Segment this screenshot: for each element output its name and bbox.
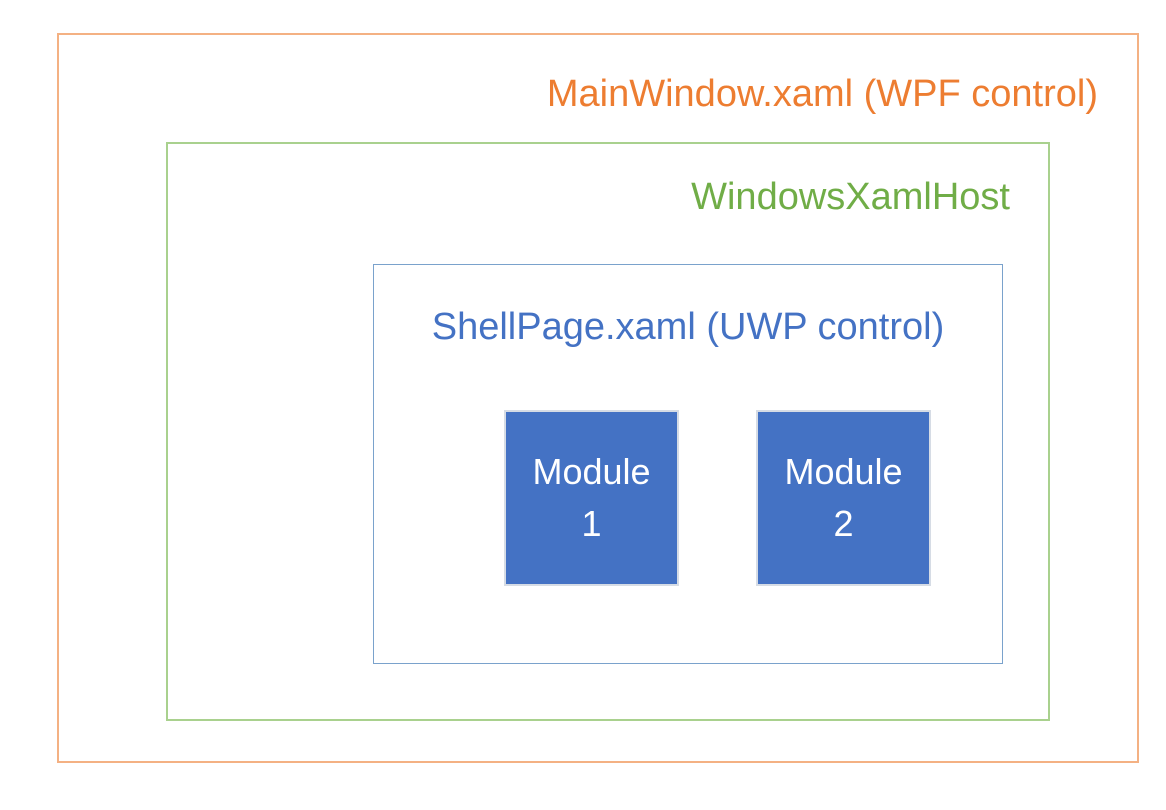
windowsxamlhost-box: WindowsXamlHost ShellPage.xaml (UWP cont… xyxy=(166,142,1050,721)
mainwindow-wpf-box: MainWindow.xaml (WPF control) WindowsXam… xyxy=(57,33,1139,763)
modules-row: Module 1 Module 2 xyxy=(504,410,931,586)
module-1-box: Module 1 xyxy=(504,410,679,586)
module-2-label-line2: 2 xyxy=(833,503,854,544)
shellpage-uwp-label: ShellPage.xaml (UWP control) xyxy=(431,306,945,348)
windowsxamlhost-label: WindowsXamlHost xyxy=(691,176,1010,218)
module-1-label-line2: 1 xyxy=(581,503,602,544)
module-1-label-line1: Module xyxy=(532,451,651,492)
mainwindow-wpf-label: MainWindow.xaml (WPF control) xyxy=(546,73,1098,115)
shellpage-uwp-box: ShellPage.xaml (UWP control) Module 1 Mo… xyxy=(373,264,1003,664)
module-2-box: Module 2 xyxy=(756,410,931,586)
module-2-label-line1: Module xyxy=(784,451,903,492)
